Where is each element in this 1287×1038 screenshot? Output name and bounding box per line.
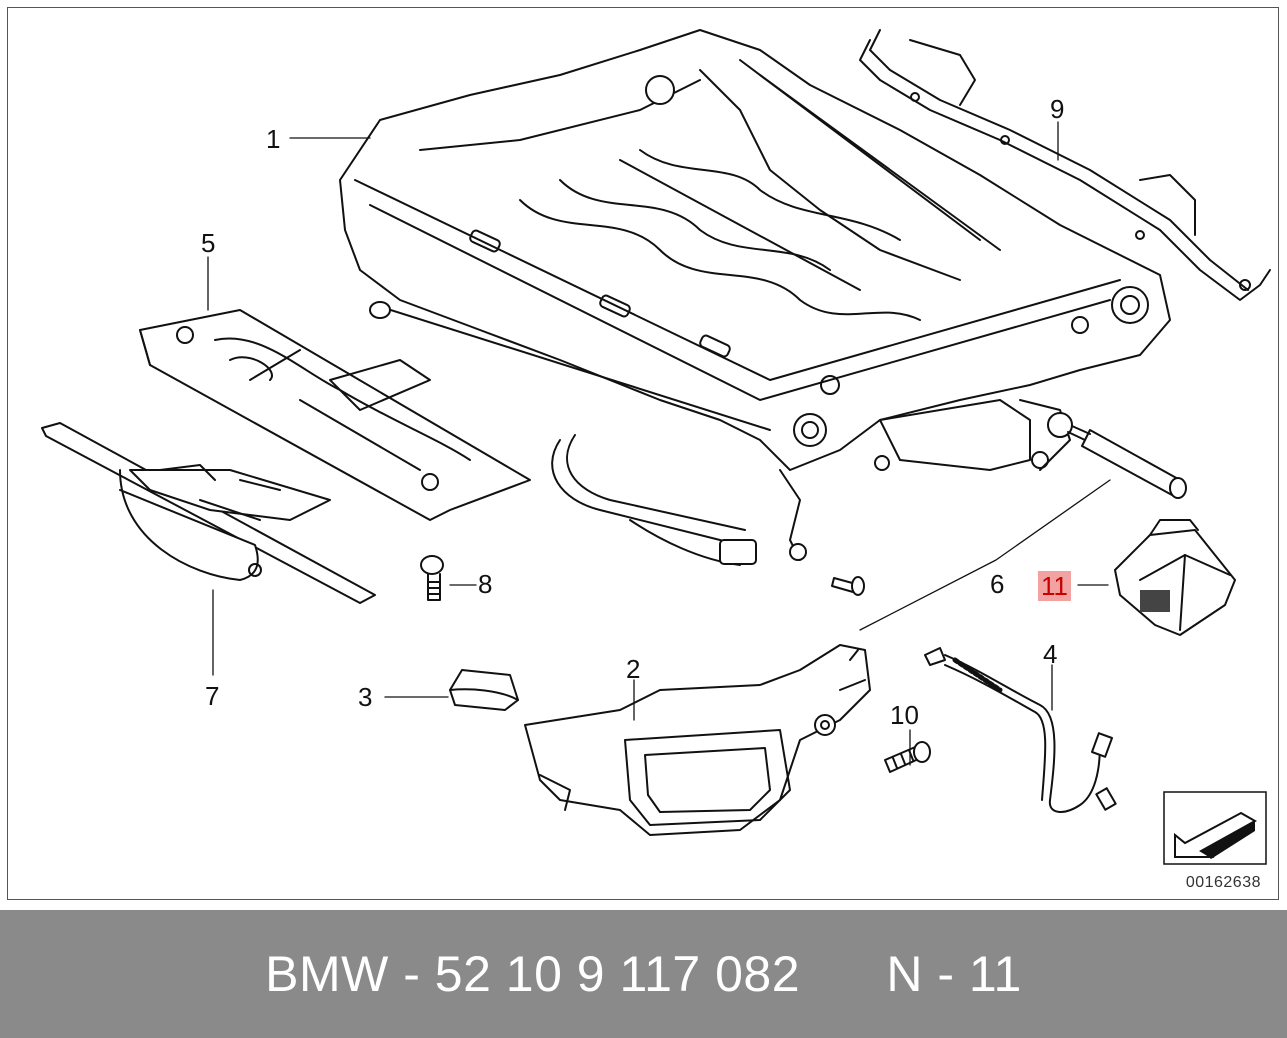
part-3-cap [449,669,519,711]
part-label-1: 1 [266,124,281,154]
part-4-cable [924,647,1117,813]
leader-lines [207,121,1111,766]
part-number-caption: BMW - 52 10 9 117 082 N - 11 [265,946,1022,1002]
footer-bar: BMW - 52 10 9 117 082 N - 11 [0,910,1287,1038]
part-5-plate [139,309,531,521]
part-6-small-bolt [831,576,865,596]
part-8-bolt [420,555,444,601]
direction-arrow-icon [1163,791,1267,865]
part-label-10: 10 [890,700,919,730]
part-11-housing [1114,519,1236,636]
part-label-7: 7 [205,681,220,711]
part-label-9: 9 [1050,94,1065,124]
part-10-bolt [884,741,931,773]
part-label-5: 5 [201,228,216,258]
part-9-wire-frame [859,29,1271,301]
part-1-seat-frame [339,29,1171,566]
part-6-bolt [1067,425,1187,499]
part-label-8: 8 [478,569,493,599]
part-label-4: 4 [1043,639,1058,669]
part-label-2: 2 [626,654,641,684]
exploded-parts-drawing [41,29,1271,836]
part-2-handle-housing [524,644,871,836]
part-label-3: 3 [358,682,373,712]
part-label-6: 6 [990,569,1005,599]
image-code: 00162638 [1185,874,1261,891]
part-label-11-highlighted[interactable]: 11 [1038,571,1071,601]
part-7-rail [41,422,376,604]
